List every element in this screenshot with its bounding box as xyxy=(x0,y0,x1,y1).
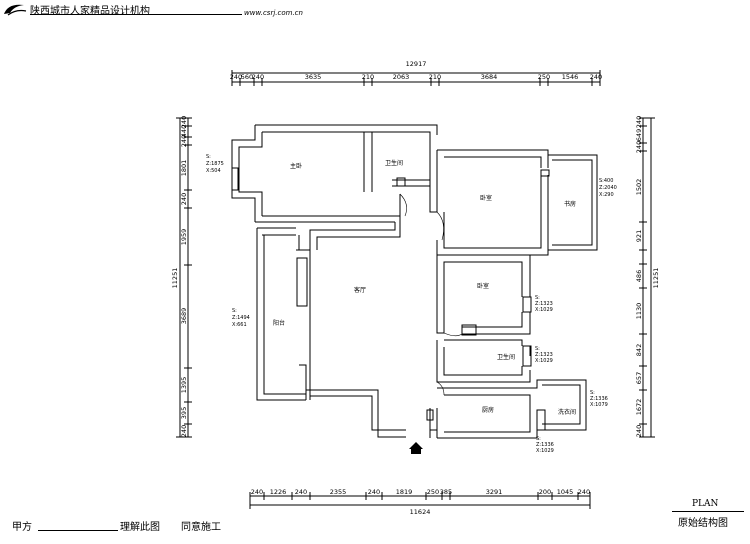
window-note-w7: S: xyxy=(536,436,541,442)
wall-top-north xyxy=(255,124,438,135)
top-dim-seg: 2063 xyxy=(393,73,410,81)
top-dim-seg: 240 xyxy=(230,73,242,81)
right-dim-seg: 240 xyxy=(635,116,643,128)
room-label-balcony: 阳台 xyxy=(273,319,285,327)
right-dim-seg: 657 xyxy=(635,372,643,384)
plan-underline xyxy=(672,511,744,512)
top-dim-seg: 240 xyxy=(590,73,602,81)
bottom-dim-seg: 1045 xyxy=(557,488,574,496)
right-dim-seg: 240 xyxy=(635,425,643,437)
plan-label: PLAN xyxy=(692,499,719,509)
left-dim-total: 11251 xyxy=(171,268,179,289)
footer-agree: 同意施工 xyxy=(181,522,221,533)
walls xyxy=(231,124,598,439)
window-note-w3: X:661 xyxy=(232,322,247,328)
header-website: www.csrj.com.cn xyxy=(244,9,303,17)
top-dim-seg: 3684 xyxy=(481,73,498,81)
room-label-bedroom-2: 卧室 xyxy=(477,282,489,290)
room-label-study: 书房 xyxy=(564,200,576,208)
header-underline xyxy=(30,14,242,15)
bottom-dim-seg: 2355 xyxy=(330,488,347,496)
window-note-w4: Z:1323 xyxy=(535,301,553,307)
bottom-dim-seg: 240 xyxy=(295,488,307,496)
window-note-w1: X:504 xyxy=(206,168,221,174)
window-note-w1: Z:1875 xyxy=(206,161,224,167)
window-note-w1: S: xyxy=(206,154,211,160)
right-dim-seg: 1130 xyxy=(635,303,643,320)
left-dim-seg: 240 xyxy=(180,425,188,437)
bottom-dim-seg: 240 xyxy=(368,488,380,496)
window-note-w4: X:1029 xyxy=(535,307,553,313)
left-dim-seg: 1959 xyxy=(180,229,188,246)
room-label-bedroom-1: 卧室 xyxy=(480,194,492,202)
room-label-living-room: 客厅 xyxy=(354,286,366,294)
footer-party-a: 甲方 xyxy=(12,522,32,533)
window-note-w3: Z:1494 xyxy=(232,315,250,321)
right-dim-seg: 1502 xyxy=(635,179,643,196)
room-label-bathroom-top: 卫生间 xyxy=(385,159,403,167)
left-dim-seg: 1801 xyxy=(180,160,188,177)
bottom-dim-seg: 240 xyxy=(578,488,590,496)
bottom-dim-seg: 1819 xyxy=(396,488,413,496)
left-dim-seg: 240 xyxy=(180,135,188,147)
bottom-dim-total: 11624 xyxy=(410,508,431,516)
plan-title: 原始结构图 xyxy=(678,518,728,529)
window-note-w6: S: xyxy=(590,390,595,396)
bottom-dim-seg: 250 xyxy=(427,488,439,496)
bottom-dim-seg: 385 xyxy=(440,488,452,496)
right-dim-total: 11251 xyxy=(652,268,660,289)
bottom-dim-seg: 200 xyxy=(539,488,551,496)
top-dim-seg: 210 xyxy=(429,73,441,81)
left-dim-seg: 240 xyxy=(180,193,188,205)
right-dim-seg: 649 xyxy=(635,129,643,141)
bottom-dim-seg: 1226 xyxy=(270,488,287,496)
top-dim-seg: 3635 xyxy=(305,73,322,81)
right-dim-seg: 486 xyxy=(635,270,643,282)
footer-signature-line xyxy=(38,530,118,531)
right-dim-seg: 842 xyxy=(635,344,643,356)
window-note-w3: S: xyxy=(232,308,237,314)
header-title: 陕西城市人家精品设计机构 xyxy=(30,6,150,17)
room-label-bathroom-mid: 卫生间 xyxy=(497,353,515,361)
right-dim-seg: 921 xyxy=(635,230,643,242)
window-note-w6: X:1079 xyxy=(590,402,608,408)
window-note-w2: S:400 xyxy=(599,178,613,184)
right-dim-seg: 240 xyxy=(635,141,643,153)
bottom-dim-seg: 3291 xyxy=(486,488,503,496)
footer-understood: 理解此图 xyxy=(120,522,160,533)
left-dim-seg: 1395 xyxy=(180,377,188,394)
window-note-w5: Z:1323 xyxy=(535,352,553,358)
left-dim-seg: 3689 xyxy=(180,308,188,325)
left-dim-seg: 440 xyxy=(180,125,188,137)
top-dim-seg: 250 xyxy=(538,73,550,81)
top-dim-ticks xyxy=(231,70,601,86)
company-logo-icon xyxy=(4,4,27,16)
window-note-w6: Z:1336 xyxy=(590,396,608,402)
room-label-kitchen: 厨房 xyxy=(482,406,494,414)
top-dim-seg: 560 xyxy=(241,73,253,81)
window-note-w5: X:1029 xyxy=(535,358,553,364)
bottom-dim-seg: 240 xyxy=(251,488,263,496)
top-dim-seg: 240 xyxy=(252,73,264,81)
entrance-arrow-icon xyxy=(409,442,423,454)
room-label-master-bedroom: 主卧 xyxy=(290,162,302,170)
left-dim-seg: 395 xyxy=(180,407,188,419)
window-note-w2: X:290 xyxy=(599,192,614,198)
left-dim-seg: 240 xyxy=(180,116,188,128)
right-dim-seg: 1672 xyxy=(635,399,643,416)
top-dim-seg: 1546 xyxy=(562,73,579,81)
window-note-w4: S: xyxy=(535,295,540,301)
window-note-w5: S: xyxy=(535,346,540,352)
window-note-w2: Z:2040 xyxy=(599,185,617,191)
door-swings xyxy=(399,193,463,396)
window-note-w7: Z:1336 xyxy=(536,442,554,448)
top-dim-seg: 210 xyxy=(362,73,374,81)
room-label-laundry: 洗衣间 xyxy=(558,408,576,416)
window-note-w7: X:1029 xyxy=(536,448,554,454)
top-dim-total: 12917 xyxy=(406,60,427,68)
